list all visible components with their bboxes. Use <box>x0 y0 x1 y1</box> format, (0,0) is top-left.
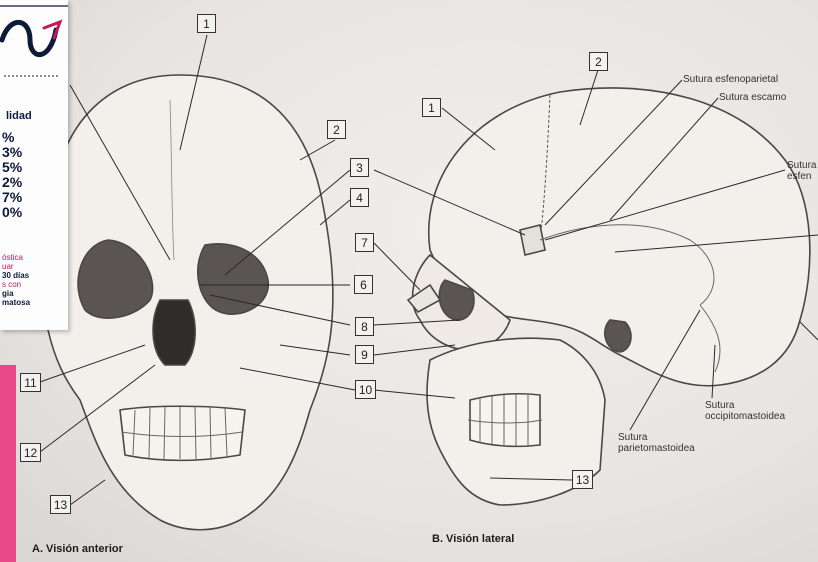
label-occipitomastoidea-line2: occipitomastoidea <box>705 411 785 422</box>
overlay-note-dark: gia <box>2 289 30 298</box>
label-occipitomastoidea-line1: Sutura <box>705 400 734 411</box>
marker-1-lateral: 1 <box>422 98 441 117</box>
pink-edge-strip <box>0 365 16 562</box>
marker-11: 11 <box>20 373 41 392</box>
label-sutura-esfeno-line1: Sutura <box>787 160 816 171</box>
overlay-note-dark: 30 días <box>2 271 30 280</box>
overlay-note-pink: óstica <box>2 253 30 262</box>
overlay-percent: 7% <box>2 190 22 205</box>
overlay-card: lidad % 3% 5% 2% 7% 0% óstica uar 30 día… <box>0 0 68 330</box>
marker-6: 6 <box>354 275 373 294</box>
overlay-notes: óstica uar 30 días s con gia matosa <box>2 253 30 307</box>
label-sutura-esfeno-line2: esfen <box>787 171 811 182</box>
marker-3: 3 <box>350 158 369 177</box>
marker-8: 8 <box>355 317 374 336</box>
marker-7: 7 <box>355 233 374 252</box>
marker-9: 9 <box>355 345 374 364</box>
marker-2-lateral: 2 <box>589 52 608 71</box>
caption-lateral: B. Visión lateral <box>432 533 514 545</box>
logo-mark <box>0 0 68 90</box>
caption-anterior: A. Visión anterior <box>32 543 123 555</box>
marker-4: 4 <box>350 188 369 207</box>
anterior-skull <box>44 75 333 530</box>
label-sutura-escamosa: Sutura escamo <box>719 92 786 103</box>
overlay-percent: % <box>2 130 22 145</box>
overlay-percent: 5% <box>2 160 22 175</box>
overlay-note-pink: s con <box>2 280 30 289</box>
label-parietomastoidea-line2: parietomastoidea <box>618 443 695 454</box>
overlay-note-pink: uar <box>2 262 30 271</box>
marker-13-anterior: 13 <box>50 495 71 514</box>
marker-10: 10 <box>355 380 376 399</box>
lateral-skull <box>408 88 810 505</box>
marker-2-anterior: 2 <box>327 120 346 139</box>
overlay-title: lidad <box>6 110 32 122</box>
marker-12: 12 <box>20 443 41 462</box>
label-sutura-esfenoparietal: Sutura esfenoparietal <box>683 74 778 85</box>
overlay-percent-list: % 3% 5% 2% 7% 0% <box>2 130 22 220</box>
overlay-percent: 0% <box>2 205 22 220</box>
overlay-percent: 2% <box>2 175 22 190</box>
marker-13-lateral: 13 <box>572 470 593 489</box>
marker-1-anterior: 1 <box>197 14 216 33</box>
overlay-note-dark: matosa <box>2 298 30 307</box>
label-parietomastoidea-line1: Sutura <box>618 432 647 443</box>
overlay-percent: 3% <box>2 145 22 160</box>
